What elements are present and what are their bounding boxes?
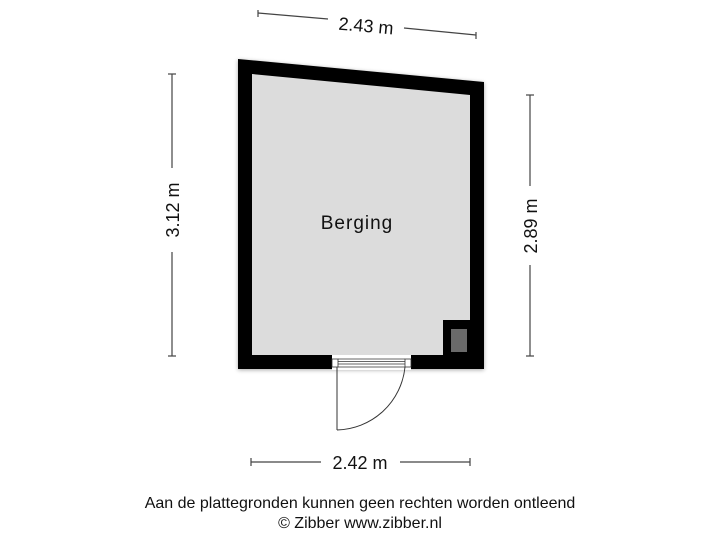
dimension-top (257, 10, 477, 39)
dimension-bottom (250, 458, 471, 466)
dimension-bottom-label: 2.42 m (332, 453, 387, 473)
door-frame (331, 358, 412, 368)
dimension-right (526, 94, 534, 357)
dimension-right-label: 2.89 m (521, 198, 541, 253)
copyright-text: © Zibber www.zibber.nl (278, 515, 442, 532)
disclaimer-text: Aan de plattegronden kunnen geen rechten… (144, 495, 576, 512)
dimension-left (168, 73, 176, 357)
door-swing-icon (336, 366, 406, 431)
room-label: Berging (321, 213, 394, 234)
door-opening (332, 355, 411, 370)
dimension-top-label: 2.43 m (338, 14, 395, 39)
dimension-left-label: 3.12 m (163, 182, 183, 237)
shaft-inner (451, 329, 467, 352)
room-floor-berging (252, 74, 470, 355)
